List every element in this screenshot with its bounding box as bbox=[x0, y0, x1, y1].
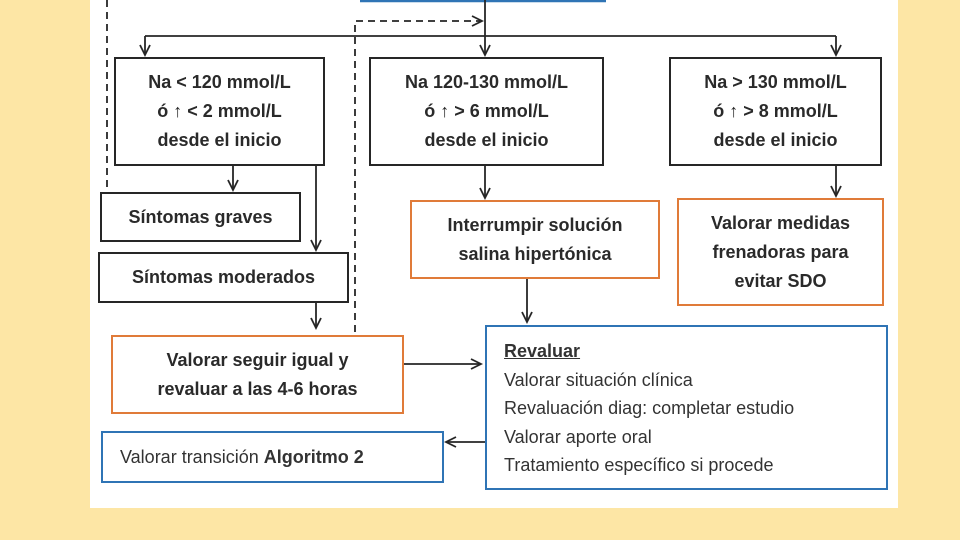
revaluar-item: Revaluación diag: completar estudio bbox=[504, 398, 795, 419]
na-low-line-3: desde el inicio bbox=[157, 130, 282, 150]
na-high-box: Na > 130 mmol/L ó ↑ > 8 mmol/L desde el … bbox=[669, 57, 882, 166]
seguir-igual-line-1: Valorar seguir igual y bbox=[166, 349, 349, 370]
na-mid-box: Na 120-130 mmol/L ó ↑ > 6 mmol/L desde e… bbox=[369, 57, 604, 166]
revaluar-box: Revaluar Valorar situación clínica Reval… bbox=[485, 325, 888, 490]
sintomas-graves-label: Síntomas graves bbox=[128, 206, 273, 227]
na-mid-line-2: ó ↑ > 6 mmol/L bbox=[424, 101, 549, 121]
frenadoras-line-2: frenadoras para bbox=[712, 241, 849, 262]
seguir-igual-box: Valorar seguir igual y revaluar a las 4-… bbox=[111, 335, 404, 414]
sintomas-moderados-label: Síntomas moderados bbox=[131, 267, 316, 287]
interrumpir-line-2: salina hipertónica bbox=[458, 243, 612, 264]
frenadoras-line-3: evitar SDO bbox=[734, 270, 827, 291]
na-low-box: Na < 120 mmol/L ó ↑ < 2 mmol/L desde el … bbox=[114, 57, 325, 166]
na-low-line-2: ó ↑ < 2 mmol/L bbox=[157, 101, 282, 121]
sintomas-moderados-box: Síntomas moderados bbox=[98, 252, 349, 303]
revaluar-item: Valorar aporte oral bbox=[504, 426, 652, 447]
revaluar-item: Valorar situación clínica bbox=[504, 369, 693, 390]
na-high-line-2: ó ↑ > 8 mmol/L bbox=[713, 101, 838, 121]
revaluar-item: Tratamiento específico si procede bbox=[504, 455, 774, 476]
frenadoras-line-1: Valorar medidas bbox=[710, 212, 851, 233]
revaluar-title: Revaluar bbox=[504, 341, 581, 361]
transicion-box: Valorar transición Algoritmo 2 bbox=[101, 431, 444, 483]
na-high-line-1: Na > 130 mmol/L bbox=[704, 72, 847, 92]
dashed-feedback bbox=[106, 0, 485, 332]
frenadoras-box: Valorar medidas frenadoras para evitar S… bbox=[677, 198, 884, 306]
na-high-line-3: desde el inicio bbox=[713, 130, 838, 150]
na-low-line-1: Na < 120 mmol/L bbox=[148, 72, 291, 92]
interrumpir-line-1: Interrumpir solución bbox=[447, 214, 623, 235]
transicion-prefix: Valorar transición bbox=[120, 446, 264, 467]
interrumpir-box: Interrumpir solución salina hipertónica bbox=[410, 200, 660, 279]
transicion-text: Valorar transición Algoritmo 2 bbox=[120, 447, 364, 468]
sintomas-graves-box: Síntomas graves bbox=[100, 192, 301, 242]
algoritmo-2-label: Algoritmo 2 bbox=[263, 446, 364, 467]
seguir-igual-line-2: revaluar a las 4-6 horas bbox=[157, 378, 358, 399]
na-mid-line-3: desde el inicio bbox=[424, 130, 549, 150]
na-mid-line-1: Na 120-130 mmol/L bbox=[404, 72, 569, 92]
